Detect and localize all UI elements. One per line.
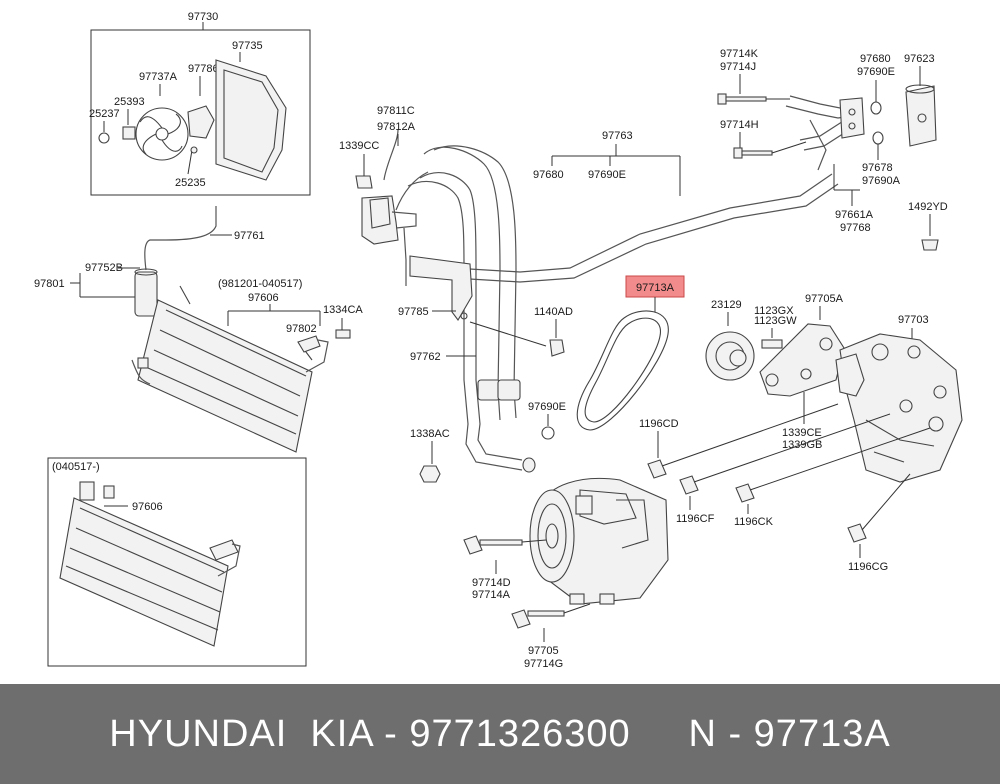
fan-assembly-group: 97730 97735 97737A 97786 25393 25237 252… — [89, 11, 311, 196]
fan-motor-drawing — [187, 105, 215, 139]
fan-assembly-frame — [90, 29, 311, 196]
label-97705: 97705 — [528, 645, 559, 657]
label-97690Ea: 97690E — [528, 401, 566, 413]
label-date-range-1: (981201-040517) — [218, 278, 302, 290]
bolt-1140AD-drawing — [549, 339, 565, 357]
label-97623: 97623 — [904, 53, 935, 65]
bolt-1196CG-drawing — [847, 523, 867, 543]
firewall-fitting-drawing — [839, 97, 865, 139]
label-1339CE: 1339CE — [782, 427, 822, 439]
compressor-clutch-drawing — [529, 489, 575, 583]
condenser-core-upper-drawing — [137, 299, 313, 453]
fan-blade-drawing — [135, 107, 189, 161]
label-97730: 97730 — [188, 11, 219, 23]
bolt-1123GX-drawing — [761, 339, 783, 349]
label-97661A: 97661A — [835, 209, 874, 221]
condenser-lower-frame — [47, 457, 307, 667]
label-23129: 23129 — [711, 299, 742, 311]
clip-1492YD-drawing — [921, 239, 939, 251]
bolt-97714D-drawing — [463, 535, 483, 555]
label-97705A: 97705A — [805, 293, 844, 305]
label-97812A: 97812A — [377, 121, 416, 133]
label-97703: 97703 — [898, 314, 929, 326]
label-97678: 97678 — [862, 162, 893, 174]
label-1123GW: 1123GW — [754, 315, 797, 327]
label-97735: 97735 — [232, 40, 263, 52]
label-97761: 97761 — [234, 230, 265, 242]
label-1334CA: 1334CA — [323, 304, 363, 316]
label-25237: 25237 — [89, 108, 120, 120]
bracket-97785-drawing — [409, 255, 473, 321]
bolt-97705-drawing — [511, 609, 531, 629]
parts-diagram: 97730 97735 97737A 97786 25393 25237 252… — [34, 11, 963, 670]
label-97752B: 97752B — [85, 262, 123, 274]
condenser-upper-group: 97761 97752B 97801 (981201-040517) 97606… — [34, 206, 363, 453]
label-1492YD: 1492YD — [908, 201, 948, 213]
label-date-range-2: (040517-) — [52, 461, 100, 473]
label-97786: 97786 — [188, 63, 219, 75]
label-1196CG: 1196CG — [848, 561, 888, 573]
condenser-lower-group: (040517-) 97606 — [47, 457, 307, 667]
label-1140AD: 1140AD — [534, 306, 573, 318]
label-1196CK: 1196CK — [734, 516, 774, 528]
label-97785: 97785 — [398, 306, 429, 318]
label-97763: 97763 — [602, 130, 633, 142]
label-97714K: 97714K — [720, 48, 759, 60]
label-97690A: 97690A — [862, 175, 901, 187]
label-97606a: 97606 — [248, 292, 279, 304]
label-1123GX: 1123GX — [754, 305, 794, 317]
drive-belt-97713A-drawing — [576, 310, 669, 431]
receiver-drier-drawing — [134, 271, 158, 317]
label-25393: 25393 — [114, 96, 145, 108]
pipe-97761-drawing — [144, 206, 217, 271]
label-97690Eb: 97690E — [588, 169, 626, 181]
condenser-core-lower-drawing — [59, 497, 229, 647]
bolt-97714K-drawing — [717, 93, 727, 105]
label-97680b: 97680 — [860, 53, 891, 65]
bolt-1196CF-drawing — [679, 475, 699, 495]
label-97762: 97762 — [410, 351, 441, 363]
label-97768: 97768 — [840, 222, 871, 234]
label-1196CF: 1196CF — [676, 513, 715, 525]
line-97763-drawing — [419, 173, 833, 273]
label-1339CC: 1339CC — [339, 140, 379, 152]
expansion-valve-drawing — [361, 195, 399, 245]
label-97714A: 97714A — [472, 589, 511, 601]
bolt-1196CD-drawing — [647, 459, 667, 479]
idler-bracket-97705A-drawing — [759, 323, 845, 397]
label-97737A: 97737A — [139, 71, 178, 83]
pressure-switch-drawing — [905, 85, 937, 147]
label-97690Ec: 97690E — [857, 66, 895, 78]
label-97801: 97801 — [34, 278, 65, 290]
bolt-1196CK-drawing — [735, 483, 755, 503]
label-97802: 97802 — [286, 323, 317, 335]
label-97714H: 97714H — [720, 119, 759, 131]
label-1196CD: 1196CD — [639, 418, 679, 430]
label-97680a: 97680 — [533, 169, 564, 181]
compressor-group — [529, 477, 669, 605]
bolt-97714H-drawing — [733, 147, 743, 159]
label-1338AC: 1338AC — [410, 428, 450, 440]
nut-1338AC-drawing — [419, 465, 441, 483]
label-97714G: 97714G — [524, 658, 563, 670]
label-97606b: 97606 — [132, 501, 163, 513]
line-97762-drawing — [423, 146, 501, 421]
compressor-bracket-97703-drawing — [839, 333, 963, 483]
label-25235: 25235 — [175, 177, 206, 189]
label-97713A: 97713A — [636, 282, 675, 294]
fan-shroud-drawing — [215, 59, 287, 181]
label-97714J: 97714J — [720, 61, 756, 73]
label-97811C: 97811C — [377, 105, 415, 117]
refrigerant-lines-group — [355, 95, 855, 473]
label-97714D: 97714D — [472, 577, 511, 589]
part-number-text: HYUNDAI KIA - 9771326300 N - 97713A — [109, 712, 891, 755]
part-number-banner: HYUNDAI KIA - 9771326300 N - 97713A — [0, 684, 1000, 784]
